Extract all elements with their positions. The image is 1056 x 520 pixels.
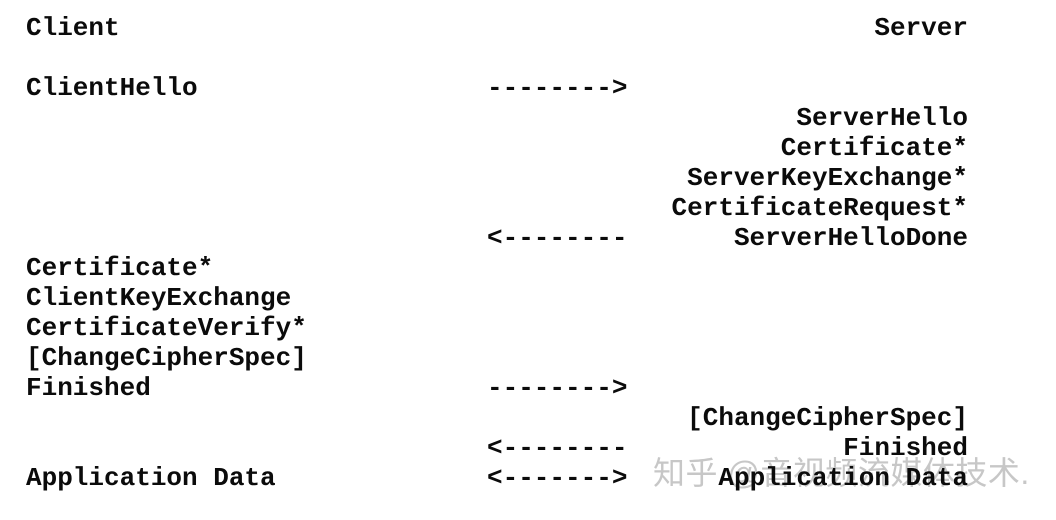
diagram-row: CertificateRequest* <box>0 193 1056 223</box>
client-message: Application Data <box>26 463 276 493</box>
server-message: ServerKeyExchange* <box>687 163 968 193</box>
server-message: CertificateRequest* <box>671 193 968 223</box>
server-message: ServerHelloDone <box>733 223 968 253</box>
diagram-row: Certificate* <box>0 253 1056 283</box>
diagram-row: Finished --------> <box>0 373 1056 403</box>
client-message: ClientHello <box>26 73 198 103</box>
client-endpoint-label: Client <box>26 13 120 43</box>
client-message: ClientKeyExchange <box>26 283 292 313</box>
diagram-row: <-------- ServerHelloDone <box>0 223 1056 253</box>
diagram-row: <-------- Finished <box>0 433 1056 463</box>
arrow-left-icon: <-------- <box>487 433 628 463</box>
diagram-row-endpoints: Client Server <box>0 13 1056 43</box>
server-message: Certificate* <box>780 133 968 163</box>
diagram-row: [ChangeCipherSpec] <box>0 343 1056 373</box>
client-message: CertificateVerify* <box>26 313 307 343</box>
client-message: [ChangeCipherSpec] <box>26 343 307 373</box>
server-message: Finished <box>843 433 968 463</box>
diagram-row: Certificate* <box>0 133 1056 163</box>
diagram-row: CertificateVerify* <box>0 313 1056 343</box>
server-message: ServerHello <box>796 103 968 133</box>
arrow-right-icon: --------> <box>487 73 628 103</box>
client-message: Certificate* <box>26 253 214 283</box>
diagram-row <box>0 43 1056 73</box>
server-endpoint-label: Server <box>874 13 968 43</box>
arrow-bidirectional-icon: <-------> <box>487 463 628 493</box>
diagram-row: ServerKeyExchange* <box>0 163 1056 193</box>
server-message: [ChangeCipherSpec] <box>687 403 968 433</box>
diagram-row: ClientHello --------> <box>0 73 1056 103</box>
diagram-row: [ChangeCipherSpec] <box>0 403 1056 433</box>
arrow-right-icon: --------> <box>487 373 628 403</box>
zhihu-watermark: 知乎 @音视频流媒体技术. <box>653 455 1030 491</box>
diagram-row: ServerHello <box>0 103 1056 133</box>
arrow-left-icon: <-------- <box>487 223 628 253</box>
server-message: Application Data <box>718 463 968 493</box>
diagram-row: ClientKeyExchange <box>0 283 1056 313</box>
diagram-row: Application Data <-------> Application D… <box>0 463 1056 493</box>
client-message: Finished <box>26 373 151 403</box>
